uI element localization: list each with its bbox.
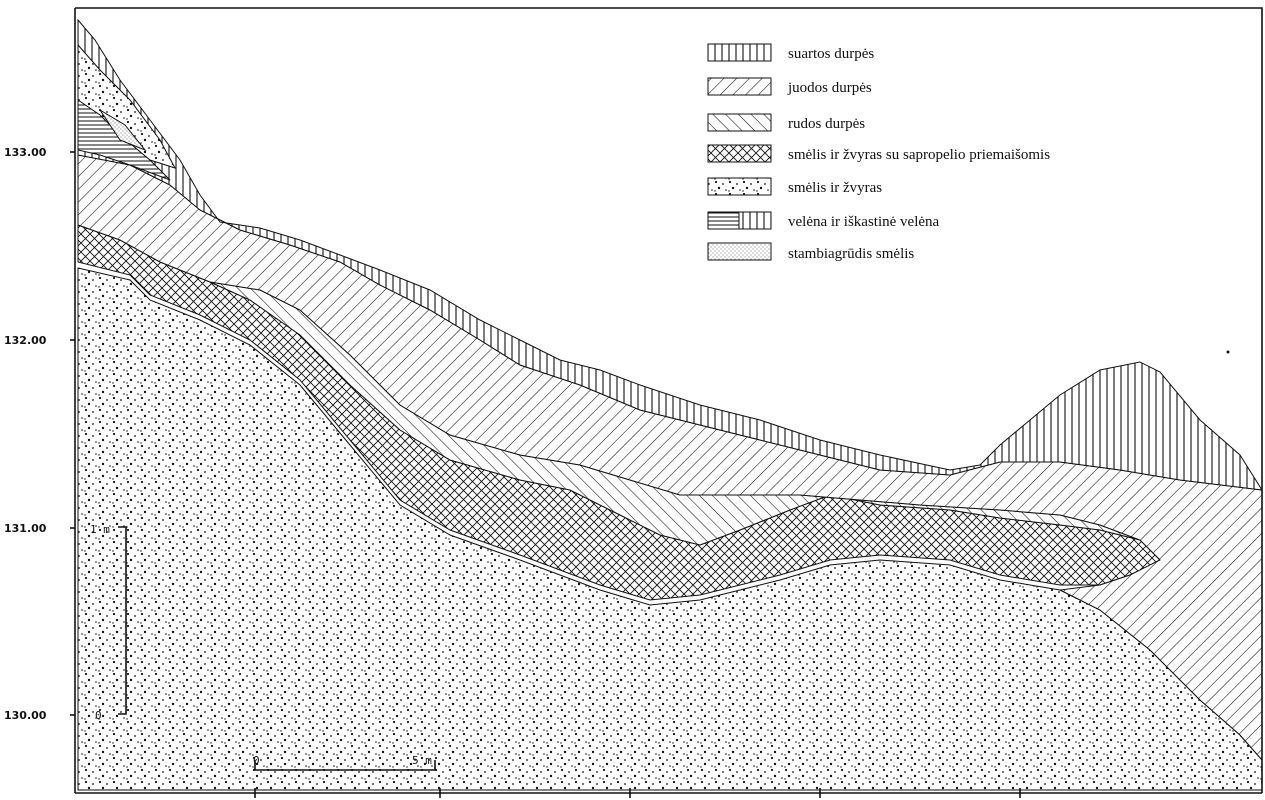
legend-label-rudos: rudos durpės bbox=[788, 116, 865, 132]
legend-swatch-rudos bbox=[707, 113, 772, 132]
legend-label-smelis-zvyras: smėlis ir žvyras bbox=[788, 180, 882, 196]
y-tick-label: 130.00 bbox=[4, 709, 47, 722]
y-tick-label: 131.00 bbox=[4, 522, 47, 535]
legend-swatch-smelis-sapropel bbox=[707, 144, 772, 163]
legend-label-smelis-sapropel: smėlis ir žvyras su sapropelio priemaišo… bbox=[788, 147, 1050, 163]
horizontal-scale-bar bbox=[254, 760, 436, 771]
vertical-scale-bottom-label: 0 bbox=[95, 709, 102, 722]
legend-label-stambiagrudis: stambiagrūdis smėlis bbox=[788, 246, 914, 262]
vertical-scale-bar bbox=[118, 526, 127, 715]
vertical-scale-top-label: 1 m bbox=[90, 523, 110, 536]
layer-smelis-lens bbox=[77, 43, 177, 169]
legend-label-suartos: suartos durpės bbox=[788, 46, 874, 62]
legend-swatch-juodos bbox=[707, 77, 772, 96]
legend-swatch-stambiagrudis bbox=[707, 242, 772, 261]
legend-swatch-suartos bbox=[707, 43, 772, 62]
legend-label-juodos: juodos durpės bbox=[787, 80, 872, 96]
legend-swatch-smelis-zvyras bbox=[707, 177, 772, 196]
y-tick-label: 132.00 bbox=[4, 334, 47, 347]
stray-dot bbox=[1226, 350, 1230, 354]
legend: suartos durpės juodos durpės rudos durpė… bbox=[707, 43, 1050, 262]
layer-suartos bbox=[77, 18, 1263, 491]
horizontal-scale-left-label: 0 bbox=[253, 754, 260, 767]
y-tick-label: 133.00 bbox=[4, 146, 47, 159]
horizontal-scale-right-label: 5 m bbox=[412, 754, 432, 767]
legend-swatch-velena-b bbox=[738, 211, 772, 230]
legend-label-velena: velėna ir iškastinė velėna bbox=[788, 214, 940, 230]
layer-stambiagrudis-lens bbox=[99, 109, 147, 152]
plot-frame bbox=[75, 7, 1263, 793]
legend-swatch-velena-a bbox=[707, 211, 740, 230]
